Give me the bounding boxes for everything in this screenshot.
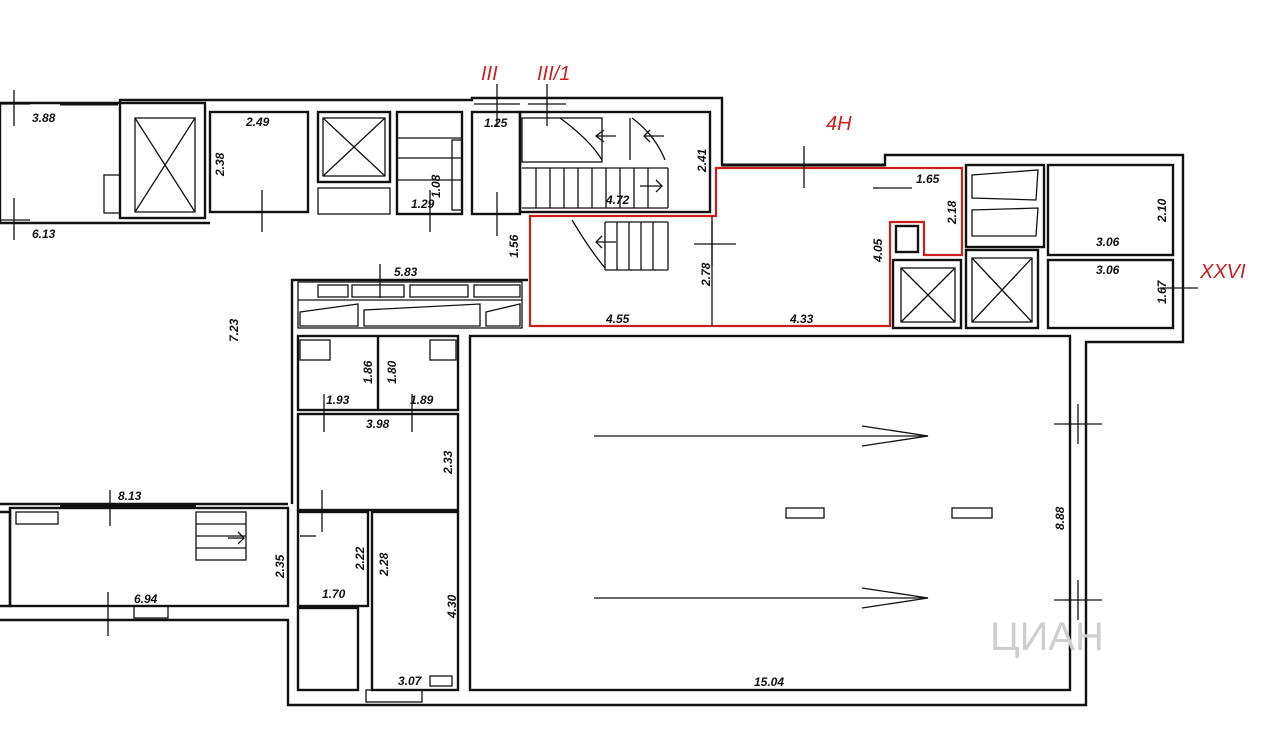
lower-left-block [8, 506, 290, 619]
dim-2-28: 2.28 [377, 552, 391, 577]
dim-3-98: 3.98 [366, 417, 390, 431]
dim-1-29: 1.29 [411, 197, 435, 211]
dim-1-67: 1.67 [1155, 279, 1169, 304]
dim-1-56: 1.56 [507, 234, 521, 258]
dim-2-10: 2.10 [1155, 198, 1169, 223]
dim-2-78: 2.78 [699, 262, 713, 287]
dim-3-88: 3.88 [32, 111, 56, 125]
dim-1-80: 1.80 [385, 360, 399, 384]
label-unit-4n: 4Н [826, 113, 852, 135]
dim-1-25: 1.25 [484, 116, 508, 130]
dim-2-35: 2.35 [273, 554, 287, 579]
dim-1-65: 1.65 [916, 172, 940, 186]
dim-4-72: 4.72 [605, 193, 630, 207]
dim-2-18: 2.18 [945, 200, 959, 225]
dim-3-07: 3.07 [398, 674, 423, 688]
dim-1-08: 1.08 [429, 174, 443, 198]
dim-5-83: 5.83 [394, 265, 418, 279]
dim-1-93: 1.93 [326, 393, 350, 407]
dim-4-30: 4.30 [445, 594, 459, 619]
dim-4-05: 4.05 [871, 238, 885, 263]
dim-8-13: 8.13 [118, 489, 142, 503]
dim-6-94: 6.94 [134, 592, 158, 606]
dim-4-33: 4.33 [789, 312, 814, 326]
top-left-block [103, 101, 522, 220]
dim-6-13: 6.13 [32, 227, 56, 241]
dim-4-55: 4.55 [605, 312, 630, 326]
dim-3-06-a: 3.06 [1096, 235, 1120, 249]
dim-1-89: 1.89 [410, 393, 434, 407]
stairs-block [518, 110, 712, 271]
label-stair-3: III [481, 63, 498, 85]
dim-15-04: 15.04 [754, 675, 784, 689]
unit-4n-outline [528, 166, 964, 328]
dim-2-22: 2.22 [353, 546, 367, 571]
dim-2-33: 2.33 [441, 450, 455, 475]
red-labels: III III/1 4Н XXVI [481, 63, 1246, 283]
dim-7-23: 7.23 [227, 318, 241, 342]
label-section-26: XXVI [1199, 261, 1246, 283]
watermark: ЦИАН [990, 615, 1104, 659]
dim-2-38: 2.38 [213, 152, 227, 177]
dim-1-86: 1.86 [361, 360, 375, 384]
label-stair-3-1: III/1 [537, 63, 570, 85]
dim-8-88: 8.88 [1053, 506, 1067, 530]
dim-2-41: 2.41 [695, 148, 709, 173]
middle-block [296, 281, 523, 703]
large-hall [468, 334, 1072, 692]
dimension-labels: 3.88 6.13 2.49 2.38 1.25 1.08 1.29 4.72 … [32, 111, 1169, 689]
dim-1-70: 1.70 [322, 587, 346, 601]
dim-2-49: 2.49 [245, 115, 270, 129]
right-block [891, 163, 1175, 330]
axis-ticks [0, 84, 1198, 636]
outer-walls [0, 96, 1185, 707]
dim-3-06-b: 3.06 [1096, 263, 1120, 277]
